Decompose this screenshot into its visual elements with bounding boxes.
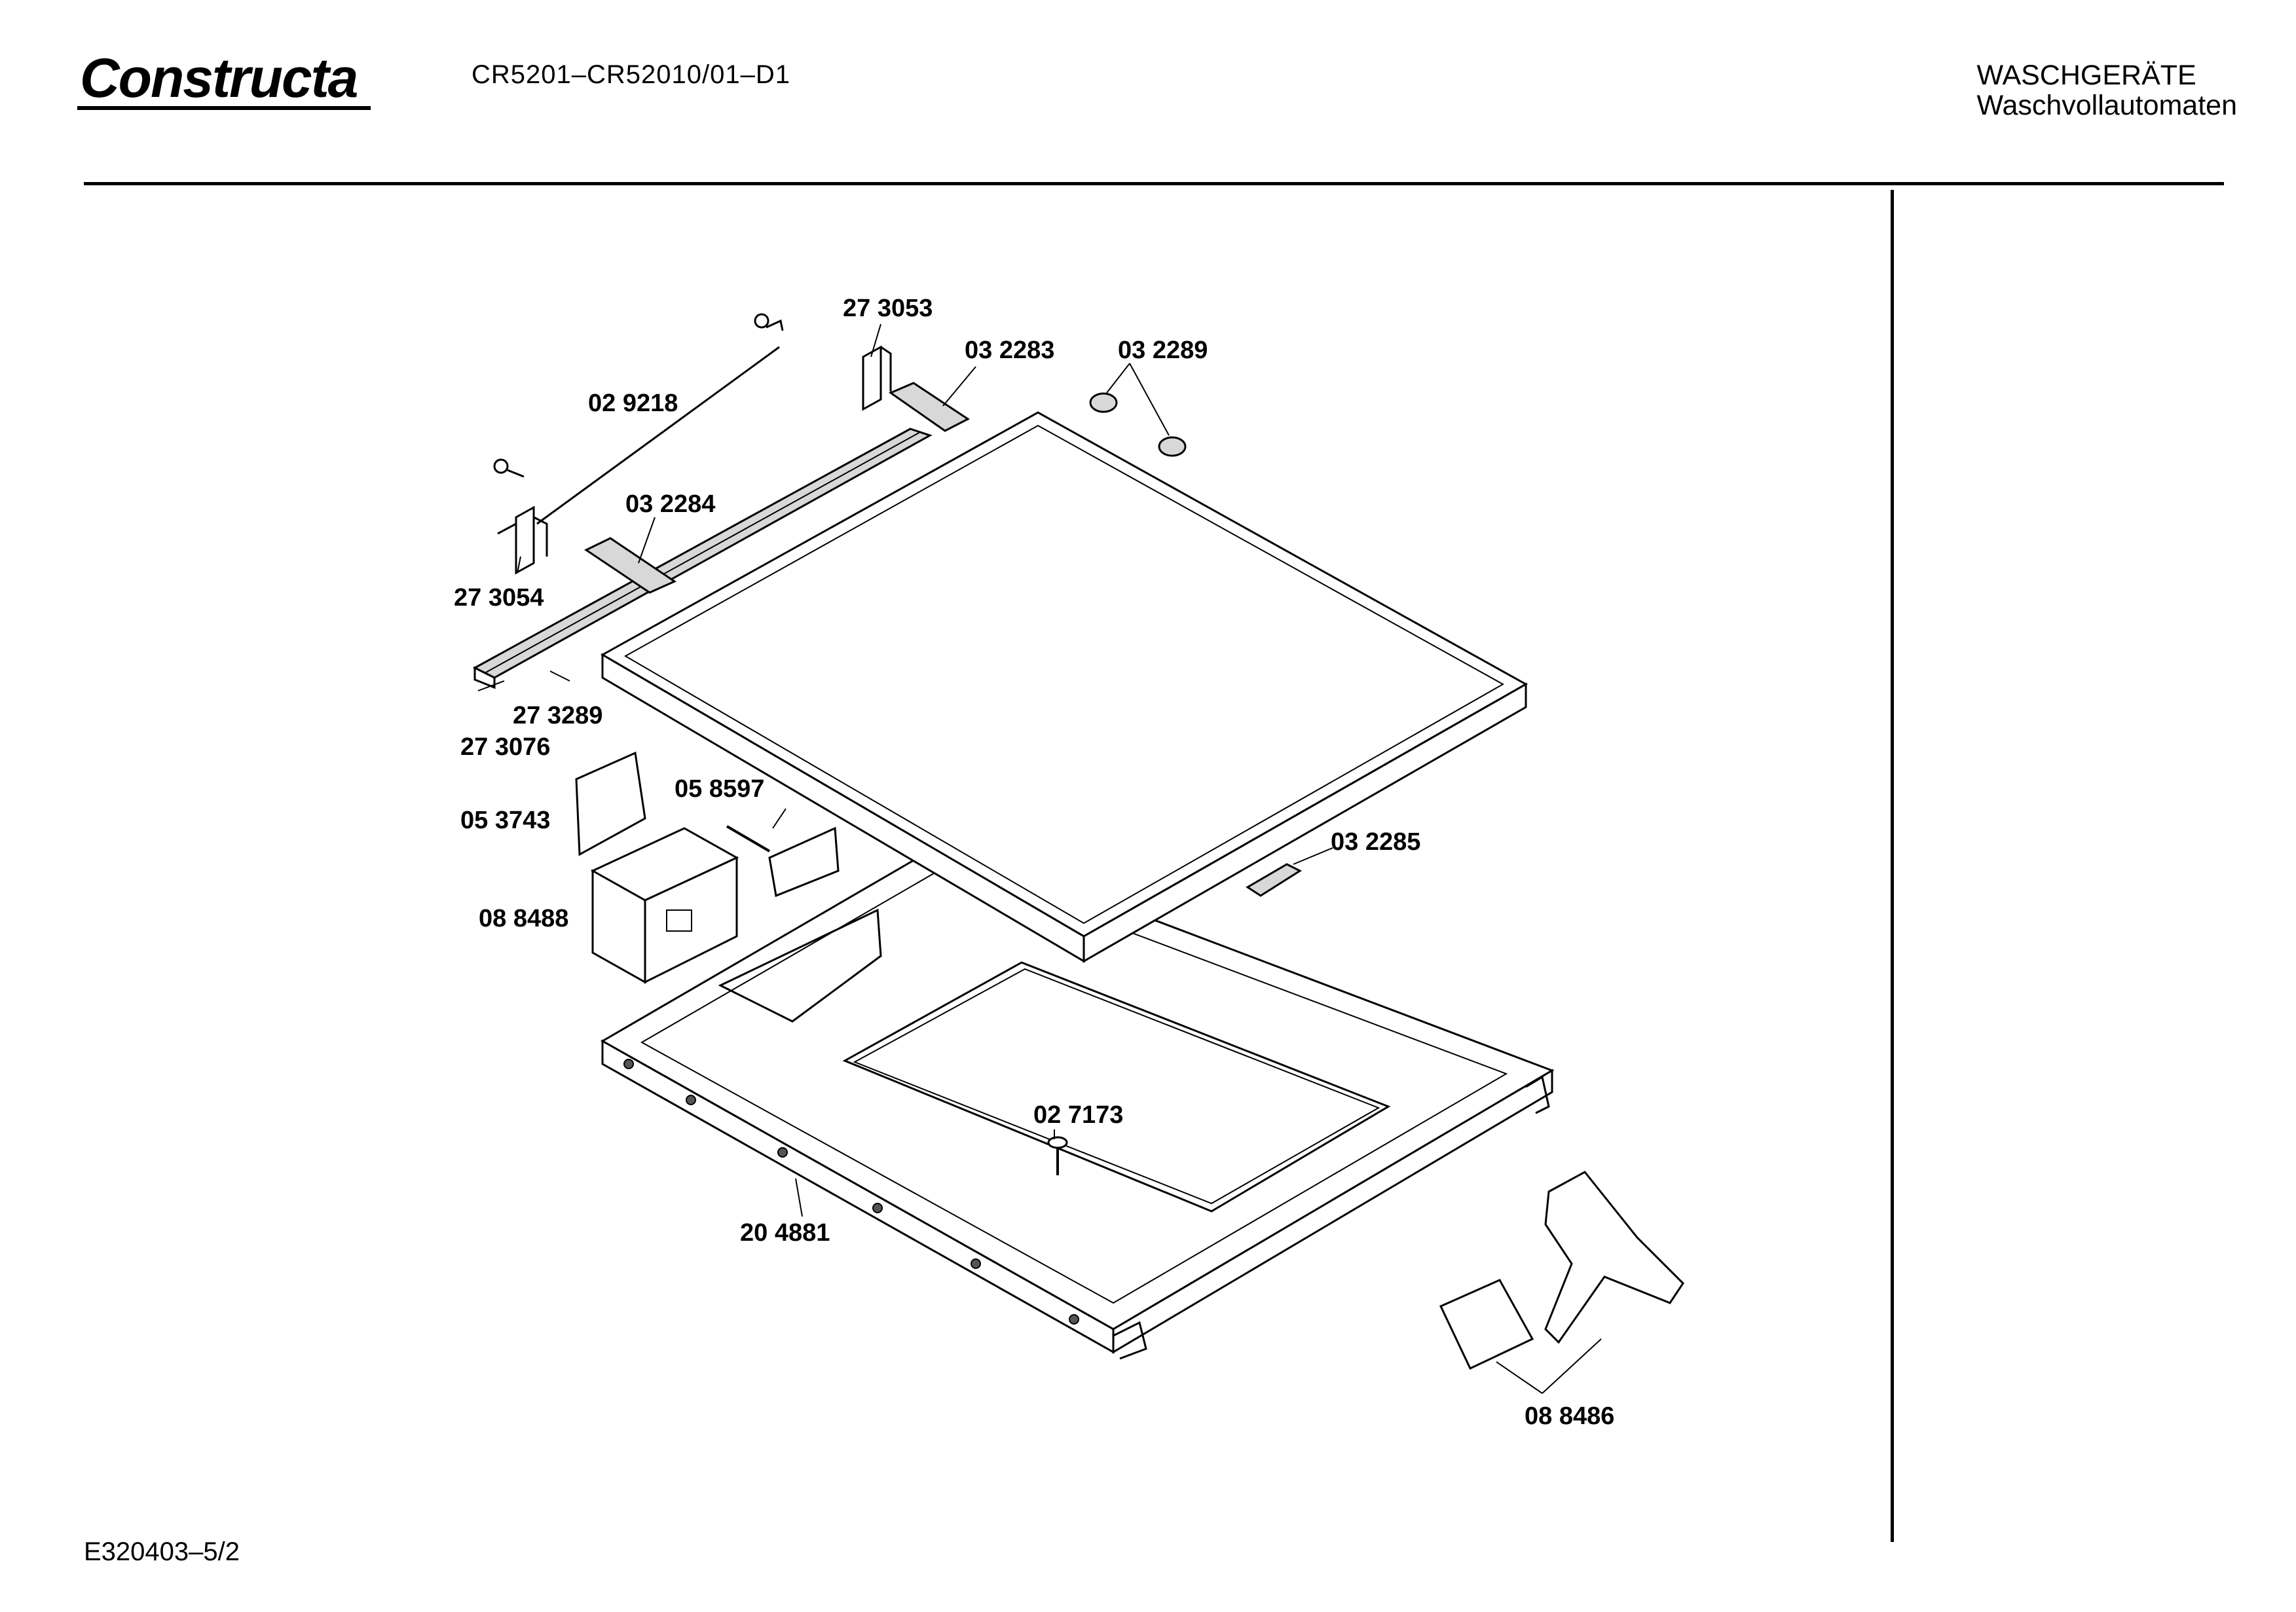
- label-032289: 03 2289: [1118, 337, 1208, 364]
- label-273289: 27 3289: [513, 702, 602, 729]
- label-273076: 27 3076: [460, 733, 550, 761]
- label-088486: 08 8486: [1525, 1402, 1614, 1430]
- part-labels: 27 3053 03 2283 03 2289 02 9218 03 2284 …: [454, 295, 1614, 1430]
- hinge-bracket-icon: [497, 345, 892, 575]
- label-029218: 02 9218: [588, 390, 678, 417]
- hinge-plate-icon: [583, 382, 970, 594]
- label-204881: 20 4881: [740, 1219, 830, 1247]
- subcategory-title: Waschvollautomaten: [1976, 90, 2237, 121]
- label-058597: 05 8597: [675, 775, 764, 803]
- label-273054: 27 3054: [454, 584, 544, 612]
- logo-underline: [77, 106, 371, 110]
- lid-panel-icon: [600, 411, 1528, 963]
- header-rule: [84, 182, 2224, 185]
- label-027173: 02 7173: [1033, 1101, 1123, 1129]
- detergent-drawer-icon: [590, 827, 739, 984]
- constructa-logo: Constructa: [77, 46, 385, 118]
- label-032284: 03 2284: [625, 490, 715, 518]
- label-273053: 27 3053: [843, 295, 933, 322]
- rubber-foot-icon: [1089, 392, 1187, 457]
- label-088488: 08 8488: [479, 905, 568, 932]
- label-053743: 05 3743: [460, 807, 550, 834]
- label-032285: 03 2285: [1331, 828, 1420, 856]
- label-032283: 03 2283: [965, 337, 1054, 364]
- leader-lines: [477, 323, 1602, 1394]
- side-rule: [1891, 190, 1894, 1542]
- rail-icon: [472, 428, 933, 689]
- logo-mark: Constructa: [77, 47, 371, 110]
- screw-icon: [1047, 1136, 1068, 1175]
- drawing-reference: E320403–5/2: [84, 1537, 240, 1566]
- logo-wordmark: Constructa: [80, 47, 358, 109]
- flap-icon: [575, 751, 646, 856]
- title-block: WASCHGERÄTE Waschvollautomaten: [1976, 60, 2237, 120]
- catch-icon: [1246, 863, 1303, 897]
- model-number: CR5201–CR52010/01–D1: [472, 60, 790, 89]
- pin-icon: [726, 825, 840, 898]
- category-title: WASCHGERÄTE: [1976, 60, 2196, 91]
- door-lock-icon: [1439, 1171, 1684, 1370]
- top-frame-icon: [600, 840, 1555, 1360]
- rod-icon: [493, 313, 784, 525]
